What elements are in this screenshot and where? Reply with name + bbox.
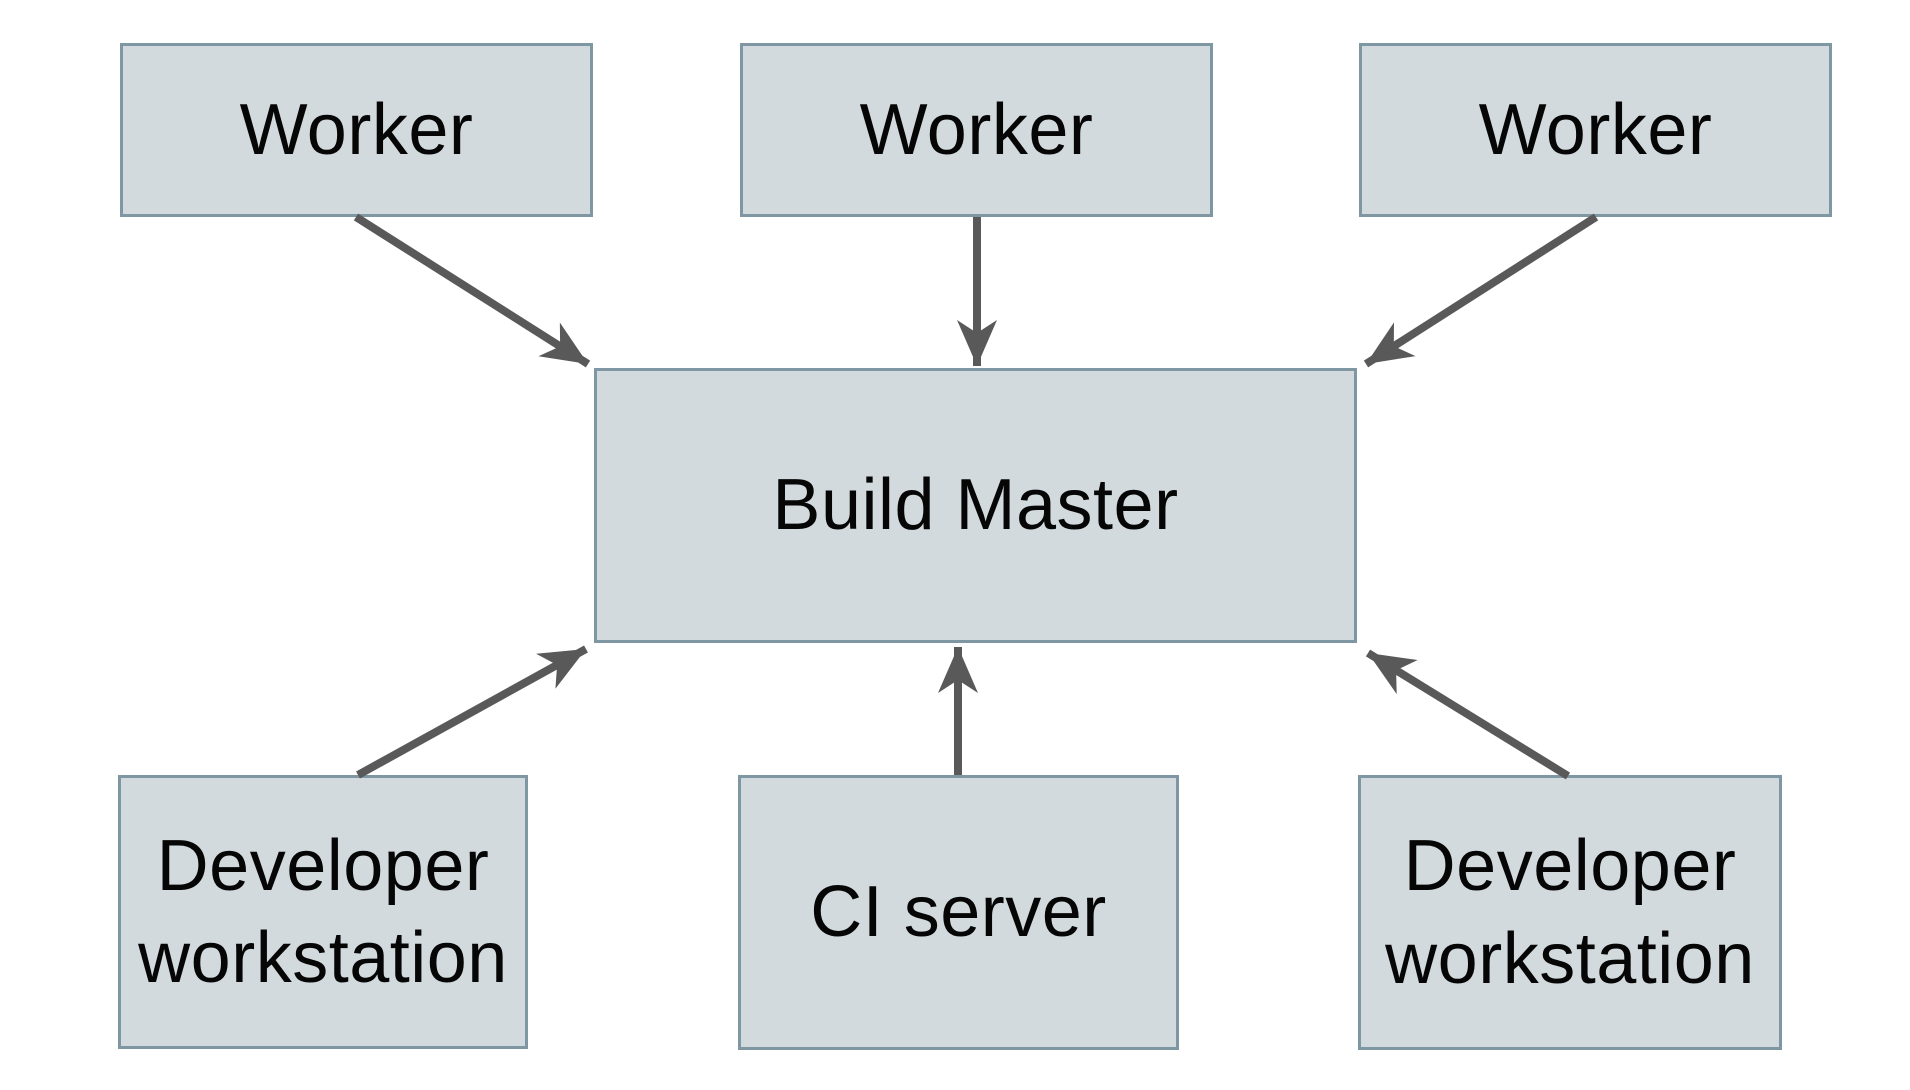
node-ci-server: CI server	[738, 775, 1179, 1050]
arrow-developer-workstation-left-to-build-master	[356, 645, 588, 779]
node-worker-left: Worker	[120, 43, 593, 217]
node-worker-right: Worker	[1359, 43, 1832, 217]
arrow-worker-left-to-build-master	[353, 213, 591, 368]
node-developer-workstation-right-label: Developer workstation	[1385, 826, 1755, 999]
node-worker-center-label: Worker	[859, 89, 1094, 170]
arrow-worker-right-to-build-master	[1363, 213, 1599, 368]
node-developer-workstation-right: Developer workstation	[1358, 775, 1782, 1050]
node-worker-right-label: Worker	[1478, 89, 1713, 170]
arrow-developer-workstation-right-to-build-master	[1365, 649, 1571, 780]
node-worker-center: Worker	[740, 43, 1213, 217]
node-build-master-label: Build Master	[772, 465, 1179, 546]
node-ci-server-label: CI server	[810, 872, 1107, 953]
node-build-master: Build Master	[594, 368, 1357, 643]
node-developer-workstation-left-label: Developer workstation	[138, 825, 508, 998]
node-developer-workstation-left: Developer workstation	[118, 775, 528, 1049]
node-worker-left-label: Worker	[239, 89, 474, 170]
